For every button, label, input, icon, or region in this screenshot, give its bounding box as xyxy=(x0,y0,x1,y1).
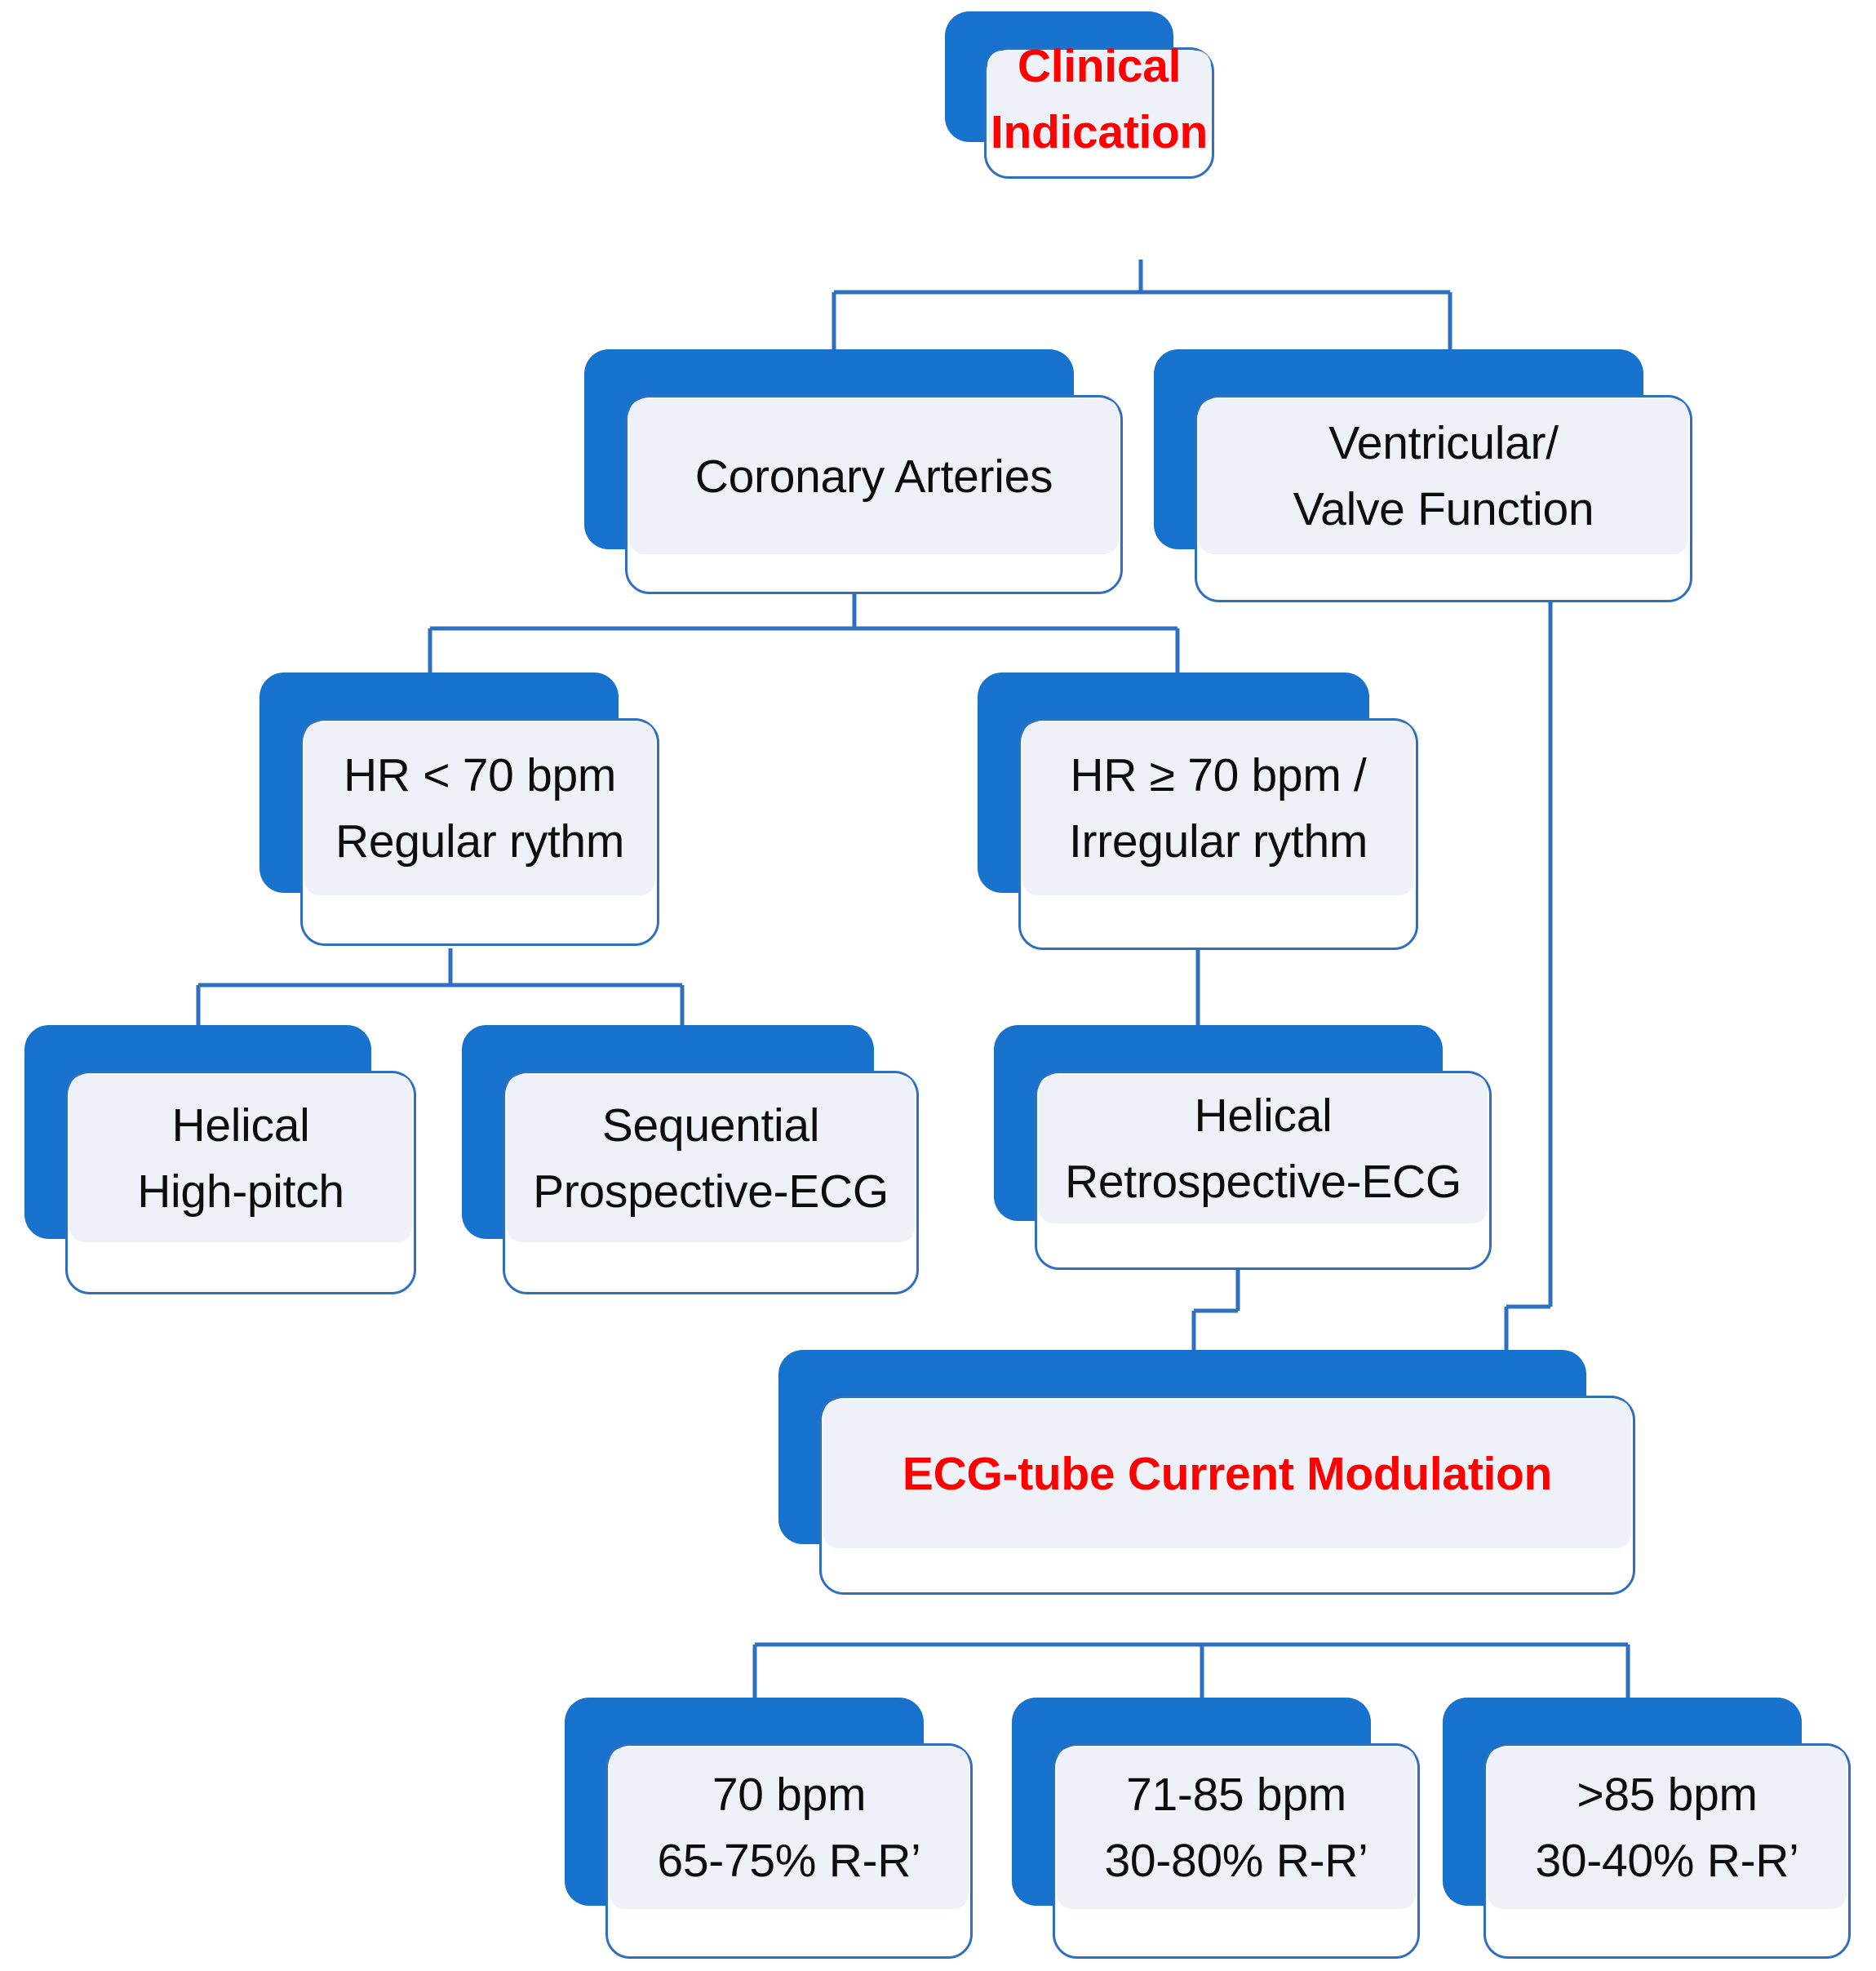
node-label: Clinical Indication xyxy=(987,40,1211,158)
edge-retrospective-to-modulation xyxy=(1191,1257,1240,1356)
node-label: 70 bpm 65-75% R-R’ xyxy=(610,1747,969,1909)
node-line: Prospective-ECG xyxy=(533,1165,889,1218)
edge-ventricular-to-modulation xyxy=(1504,602,1553,1356)
node-hr-70-or-above[interactable]: HR ≥ 70 bpm / Irregular rythm xyxy=(978,673,1418,950)
node-sequential-prospective-ecg[interactable]: Sequential Prospective-ECG xyxy=(462,1025,919,1294)
node-line: Coronary Arteries xyxy=(694,450,1053,503)
node-line: 71-85 bpm xyxy=(1126,1769,1346,1822)
node-line: Regular rythm xyxy=(335,815,625,868)
node-label: >85 bpm 30-40% R-R’ xyxy=(1488,1747,1847,1909)
node-helical-high-pitch[interactable]: Helical High-pitch xyxy=(24,1025,416,1294)
node-label: HR ≥ 70 bpm / Irregular rythm xyxy=(1022,722,1414,895)
node-hr-below-70[interactable]: HR < 70 bpm Regular rythm xyxy=(259,673,659,946)
edge-clinical-to-children xyxy=(832,260,1452,353)
node-line: HR < 70 bpm xyxy=(343,749,617,802)
node-coronary-arteries[interactable]: Coronary Arteries xyxy=(584,349,1123,594)
node-line: >85 bpm xyxy=(1577,1769,1758,1822)
node-line: 70 bpm xyxy=(712,1769,867,1822)
node-label: HR < 70 bpm Regular rythm xyxy=(304,722,655,895)
node-line: HR ≥ 70 bpm / xyxy=(1070,749,1367,802)
node-line: Ventricular/ xyxy=(1328,417,1559,470)
node-line: Valve Function xyxy=(1293,483,1594,535)
node-line: High-pitch xyxy=(137,1165,344,1218)
node-line: 65-75% R-R’ xyxy=(657,1835,921,1887)
node-label: 71-85 bpm 30-80% R-R’ xyxy=(1057,1747,1416,1909)
node-helical-retrospective-ecg[interactable]: Helical Retrospective-ECG xyxy=(994,1025,1492,1270)
node-line: ECG-tube Current Modulation xyxy=(902,1447,1553,1500)
node-line: Retrospective-ECG xyxy=(1065,1156,1461,1208)
node-rate-70[interactable]: 70 bpm 65-75% R-R’ xyxy=(565,1698,973,1959)
node-label: Sequential Prospective-ECG xyxy=(507,1075,915,1242)
node-line: Irregular rythm xyxy=(1068,815,1368,868)
node-label: Ventricular/ Valve Function xyxy=(1199,399,1688,554)
node-label: Coronary Arteries xyxy=(629,399,1119,554)
node-label: Helical Retrospective-ECG xyxy=(1039,1075,1488,1223)
node-label: Helical High-pitch xyxy=(69,1075,412,1242)
node-clinical-indication[interactable]: Clinical Indication xyxy=(945,11,1214,179)
node-line: Sequential xyxy=(601,1099,820,1152)
node-rate-above-85[interactable]: >85 bpm 30-40% R-R’ xyxy=(1443,1698,1851,1959)
edge-hr-low-to-modes xyxy=(196,948,685,1030)
node-line: Helical xyxy=(171,1099,310,1152)
node-line: Clinical xyxy=(1017,40,1182,93)
edge-coronary-to-hr xyxy=(428,589,1180,676)
node-rate-71-85[interactable]: 71-85 bpm 30-80% R-R’ xyxy=(1012,1698,1420,1959)
node-line: Indication xyxy=(990,106,1209,158)
node-line: 30-40% R-R’ xyxy=(1535,1835,1799,1887)
node-ventricular-valve-function[interactable]: Ventricular/ Valve Function xyxy=(1154,349,1692,602)
edge-modulation-to-rates xyxy=(752,1642,1630,1702)
node-line: Helical xyxy=(1194,1090,1333,1143)
node-ecg-tube-current-modulation[interactable]: ECG-tube Current Modulation xyxy=(778,1350,1635,1595)
node-label: ECG-tube Current Modulation xyxy=(823,1400,1631,1548)
node-line: 30-80% R-R’ xyxy=(1104,1835,1368,1887)
